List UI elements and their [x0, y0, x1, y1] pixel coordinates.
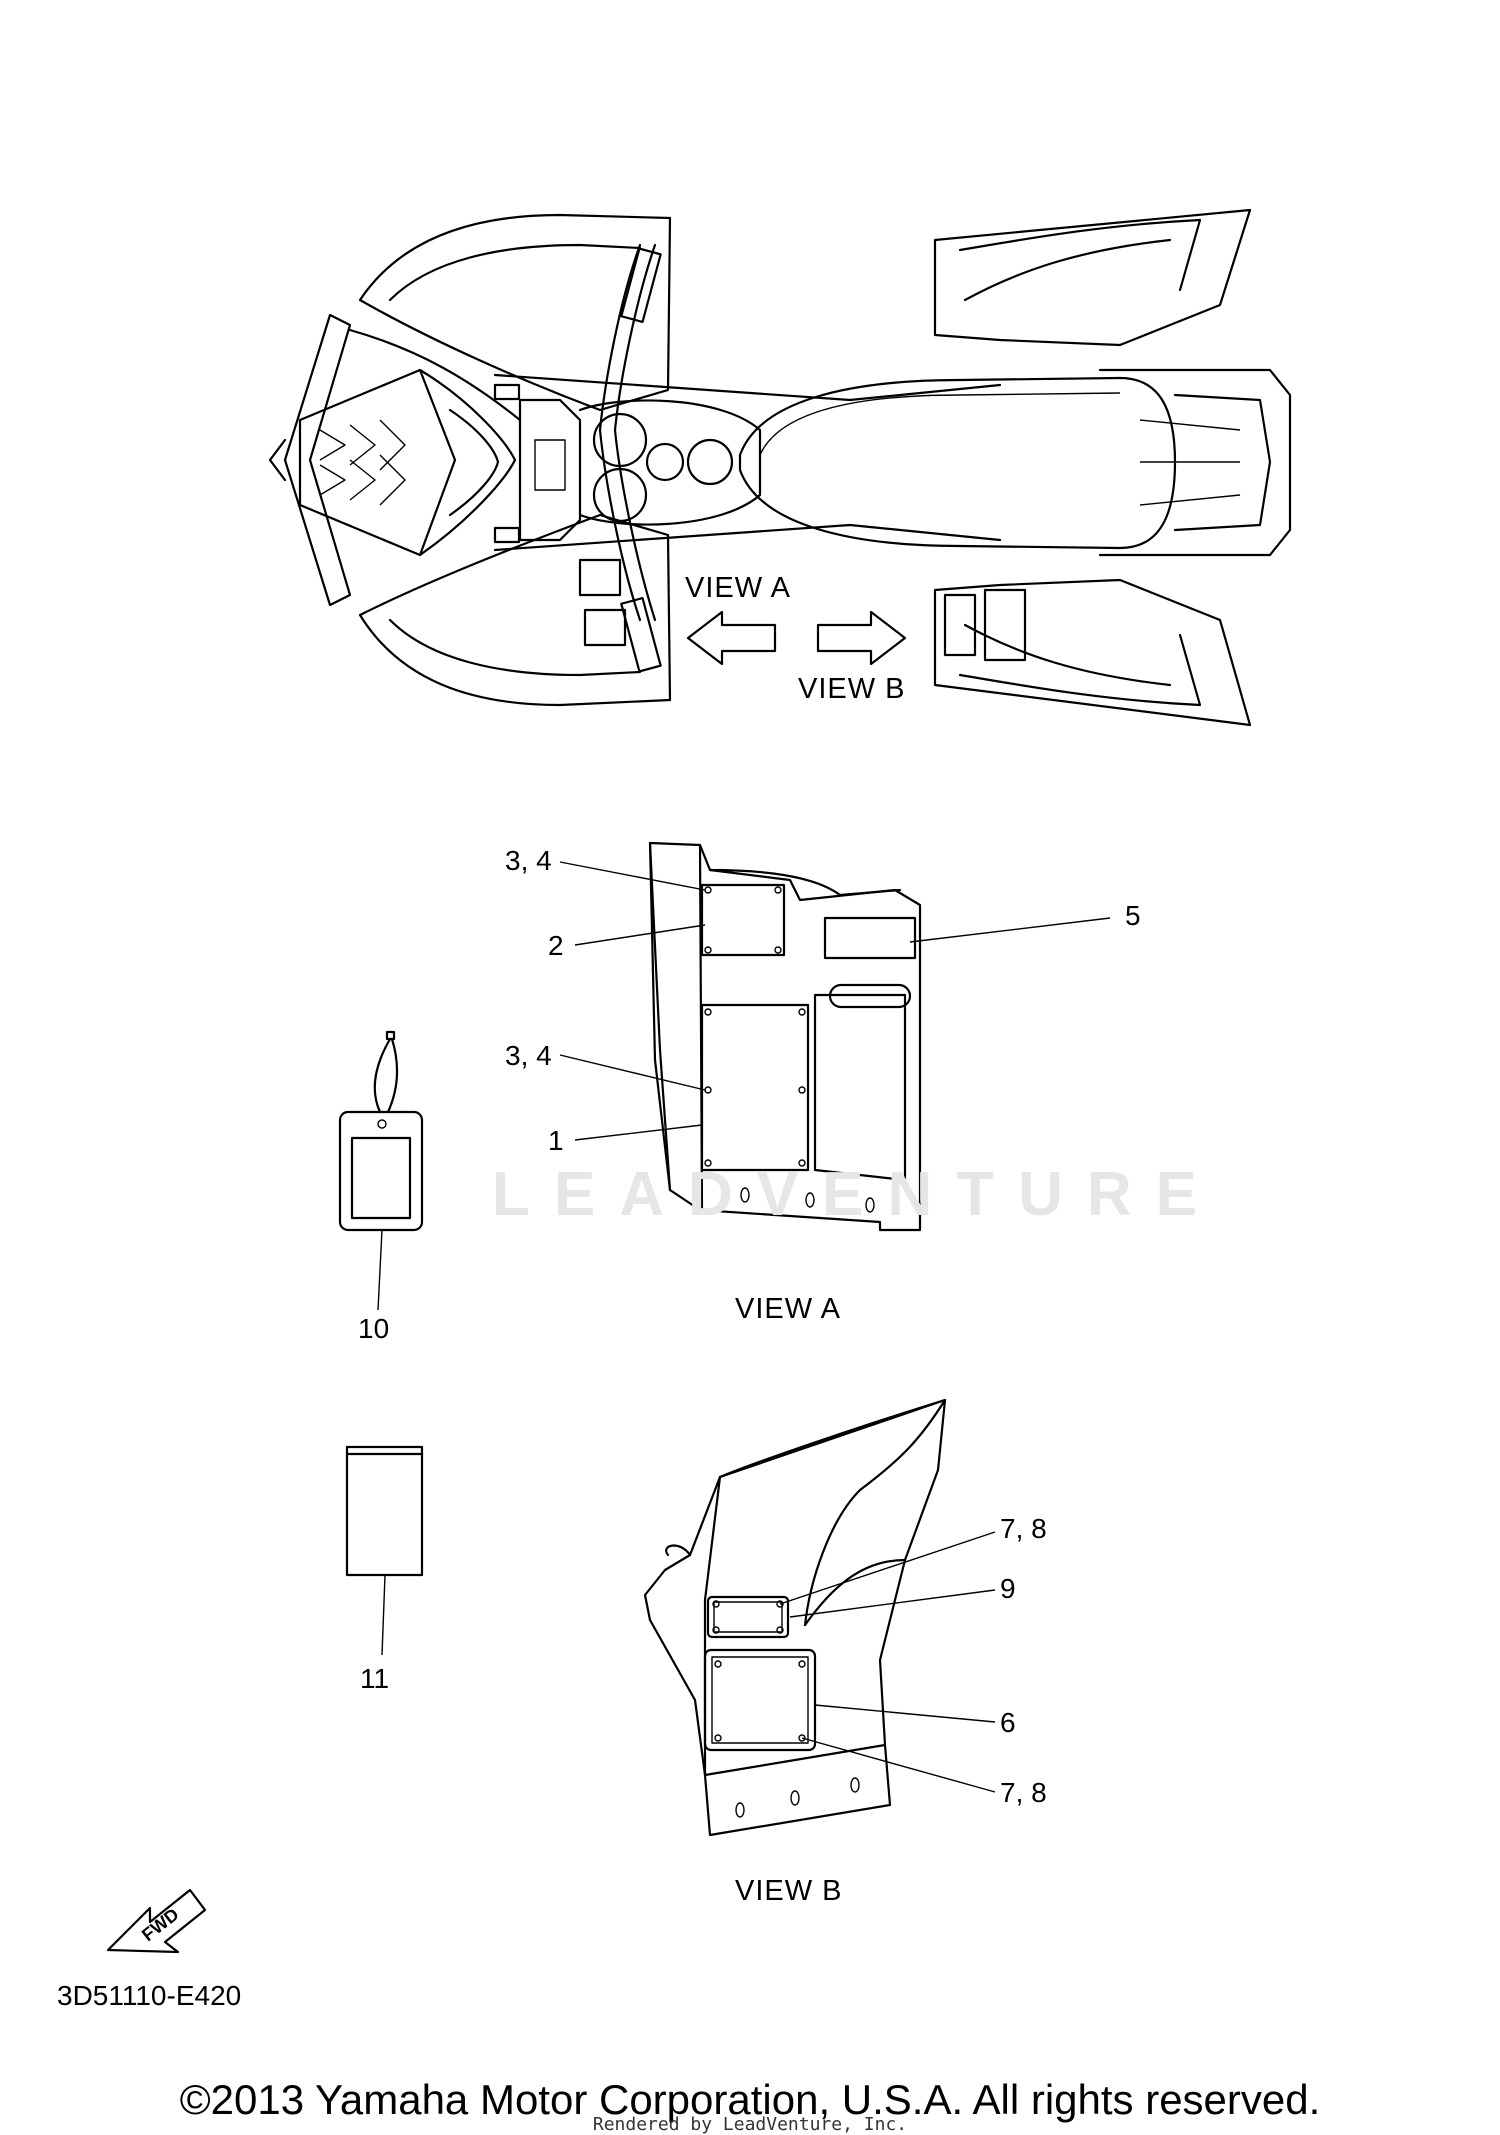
view-a-fender [648, 841, 922, 1232]
callout-9: 9 [1000, 1573, 1016, 1604]
callout-6: 6 [1000, 1707, 1016, 1738]
fwd-label: FWD [138, 1904, 183, 1945]
view-b-fender [643, 1398, 947, 1837]
sheet-part-11 [345, 1445, 424, 1656]
view-a-caption: VIEW A [735, 1293, 841, 1325]
rendered-by-text: Rendered by LeadVenture, Inc. [592, 2114, 908, 2135]
callout-7-8-top: 7, 8 [1000, 1513, 1047, 1544]
view-b-caption: VIEW B [735, 1875, 843, 1907]
atv-top-view [268, 208, 1292, 727]
callout-7-8-bottom: 7, 8 [1000, 1777, 1047, 1808]
tag-part-10 [338, 1030, 424, 1311]
callout-3-4-bottom: 3, 4 [505, 1040, 552, 1071]
view-a-arrow [686, 610, 777, 666]
callout-10: 10 [358, 1313, 389, 1344]
view-a-label-top: VIEW A [685, 572, 791, 604]
callout-1: 1 [548, 1125, 564, 1156]
callout-5: 5 [1125, 900, 1141, 931]
callout-2: 2 [548, 930, 564, 961]
callout-11: 11 [360, 1663, 389, 1694]
part-code: 3D51110-E420 [57, 1980, 241, 2011]
view-b-arrow [816, 610, 907, 666]
watermark-text: LEADVENTURE [492, 1160, 1221, 1229]
fwd-arrow-icon: FWD [106, 1888, 207, 1954]
callout-3-4-top: 3, 4 [505, 845, 552, 876]
copyright-text: ©2013 Yamaha Motor Corporation, U.S.A. A… [179, 2076, 1321, 2123]
view-b-label-top: VIEW B [798, 673, 906, 705]
